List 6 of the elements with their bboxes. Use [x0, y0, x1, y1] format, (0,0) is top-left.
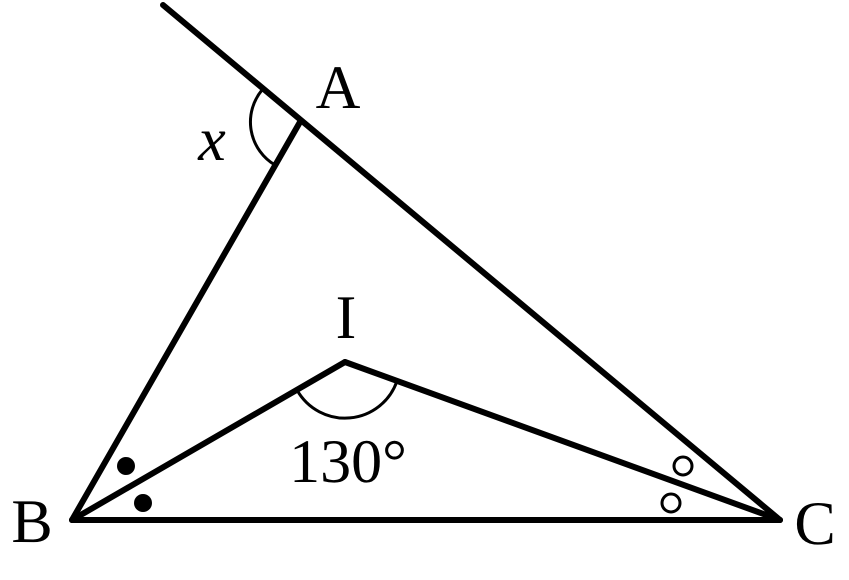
- angle-label: x: [198, 109, 226, 171]
- angle-label: 130°: [289, 431, 407, 493]
- vertex-label: B: [11, 491, 53, 553]
- vertex-label: I: [336, 287, 356, 349]
- vertex-label: C: [794, 493, 836, 555]
- vertex-label: A: [316, 57, 360, 119]
